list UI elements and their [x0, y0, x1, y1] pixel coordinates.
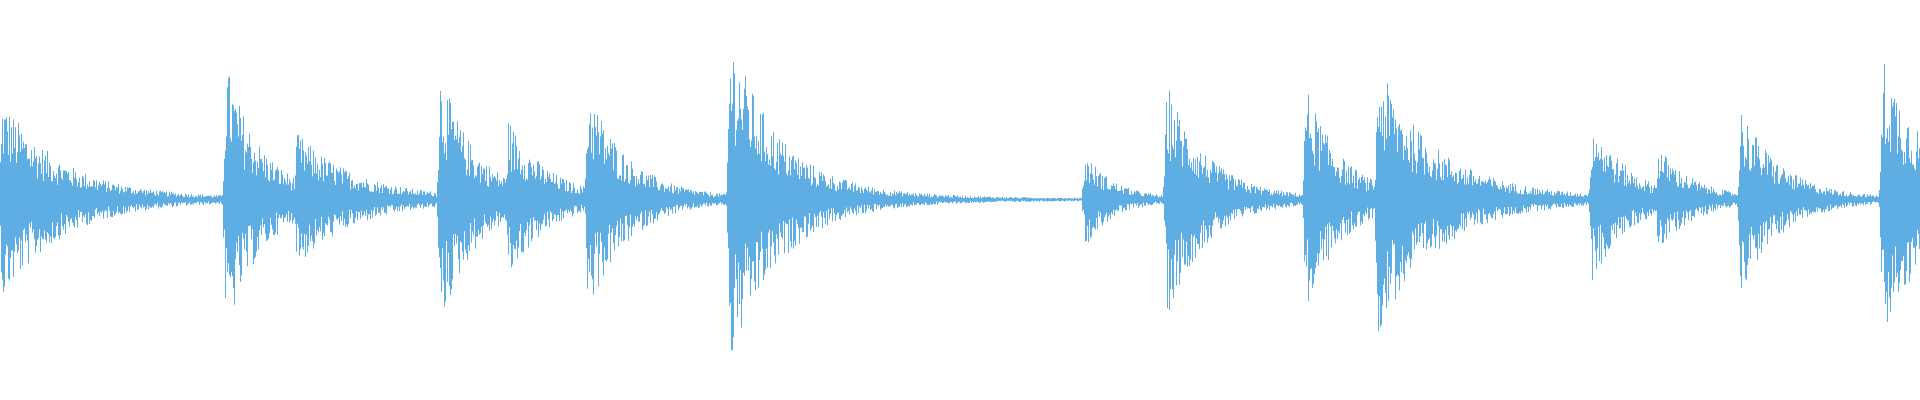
waveform-samples: [0, 62, 1920, 351]
